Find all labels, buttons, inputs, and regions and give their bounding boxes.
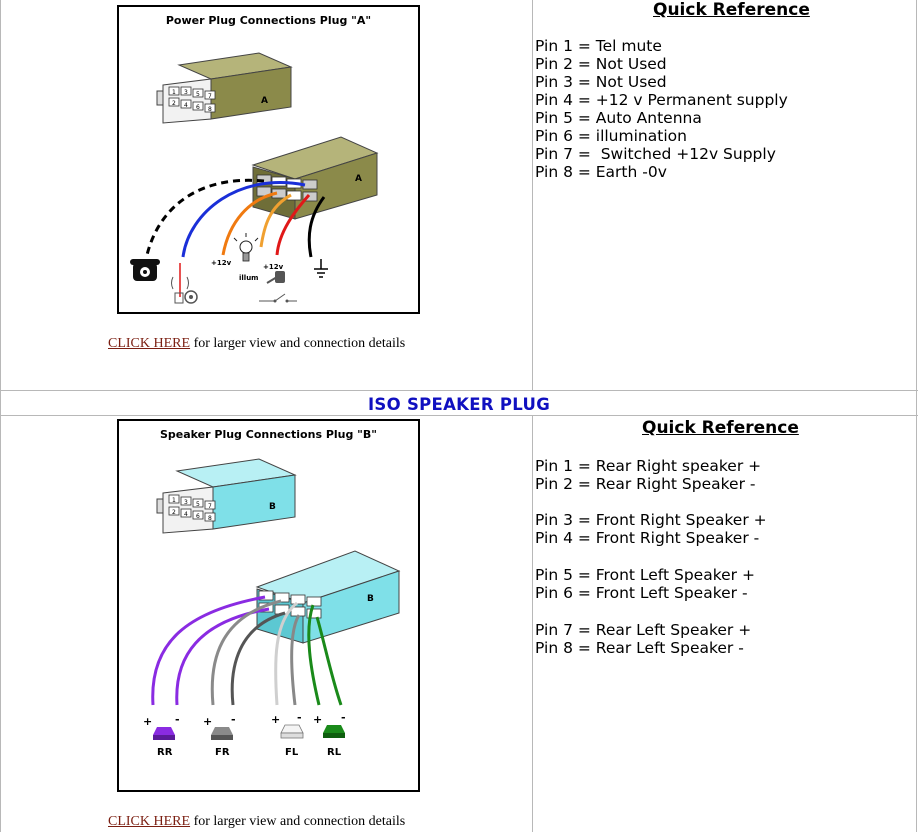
table-border-left [0,0,1,832]
polarity-minus: - [231,713,236,726]
ignition-key-icon [266,271,285,284]
power-pin-2: Pin 2 = Not Used [535,55,667,73]
wire-rl-plus [307,604,321,706]
illumination-label: illum [239,274,258,282]
speaker-click-here-link[interactable]: CLICK HERE [108,814,191,829]
wire-rl-minus [315,616,343,706]
speaker-fl-icon [280,724,304,739]
telephone-icon [130,259,160,281]
plug-letter: B [367,594,374,604]
plug-letter: B [269,502,276,512]
power-quick-reference-title: Quick Reference [653,0,810,20]
speaker-pin-5: Pin 5 = Front Left Speaker + [535,566,755,584]
wire-switched-12v [275,194,311,256]
column-divider-top [532,0,533,391]
speaker-diagram-title: Speaker Plug Connections Plug "B" [159,428,378,441]
ground-icon [314,259,328,278]
wire-fr-minus [230,611,286,706]
pin-label: 1 [172,497,176,504]
speaker-label-rl: RL [327,747,342,758]
speaker-pin-3: Pin 3 = Front Right Speaker + [535,511,767,529]
plug-letter: A [355,174,362,184]
lamp-icon [233,233,259,262]
pin-label: 5 [196,501,200,508]
speaker-label-rr: RR [157,747,173,758]
pin-label: 5 [196,91,200,98]
polarity-minus: - [297,711,302,724]
power-pin-3: Pin 3 = Not Used [535,73,667,91]
speaker-pin-7: Pin 7 = Rear Left Speaker + [535,621,752,639]
speaker-label-fl: FL [285,747,299,758]
speaker-pin-2: Pin 2 = Rear Right Speaker - [535,475,756,493]
antenna-icon [171,263,198,304]
pin-label: 7 [208,93,212,100]
switched-12v-label: +12v [263,263,284,271]
row-divider-1 [0,390,918,391]
polarity-minus: - [341,711,346,724]
pin-label: 4 [184,511,188,518]
iso-speaker-plug-heading: ISO SPEAKER PLUG [367,395,551,414]
speaker-label-fr: FR [215,747,230,758]
speaker-quick-reference-title: Quick Reference [642,418,799,438]
wire-rr-plus [151,595,266,706]
large-plug-a: A [251,136,379,220]
power-pin-7: Pin 7 = Switched +12v Supply [535,145,776,163]
plug-letter: A [261,96,268,106]
pin-label: 3 [184,89,188,96]
large-plug-b: B [255,550,401,644]
polarity-plus: + [143,715,152,728]
speaker-pin-1: Pin 1 = Rear Right speaker + [535,457,762,475]
power-plug-illustration: 1 3 5 7 2 4 6 8 A A [130,52,379,304]
switch-icon [259,293,297,303]
speaker-fr-icon [211,727,233,740]
speaker-pin-6: Pin 6 = Front Left Speaker - [535,584,748,602]
wire-fr-plus [210,599,282,706]
pin-label: 6 [196,513,200,520]
speaker-pin-4: Pin 4 = Front Right Speaker - [535,529,760,547]
speaker-plug-illustration: 1 3 5 7 2 4 6 8 B B [143,458,401,758]
polarity-plus: + [271,713,280,726]
pin-label: 2 [172,100,176,107]
wire-permanent-12v [221,191,278,256]
polarity-minus: - [175,713,180,726]
power-pin-1: Pin 1 = Tel mute [535,37,662,55]
power-pin-4: Pin 4 = +12 v Permanent supply [535,91,788,109]
wire-fl-plus [274,601,298,706]
pin-label: 7 [208,503,212,510]
power-pin-5: Pin 5 = Auto Antenna [535,109,702,127]
power-click-here-link[interactable]: CLICK HERE [108,336,191,351]
wire-tel-mute [145,178,265,256]
speaker-rr-icon [153,727,175,740]
wire-antenna [181,181,306,258]
pin-label: 8 [208,106,212,113]
wire-earth [307,196,326,258]
permanent-12v-label: +12v [211,259,232,267]
wire-fl-minus [290,614,301,706]
table-border-right [916,0,917,832]
pin-label: 3 [184,499,188,506]
speaker-link-line: CLICK HERE for larger view and connectio… [108,814,405,830]
small-plug-b: 1 3 5 7 2 4 6 8 B [156,458,297,534]
polarity-plus: + [313,713,322,726]
pin-label: 2 [172,509,176,516]
small-plug-a: 1 3 5 7 2 4 6 8 A [156,52,293,124]
pin-label: 1 [172,89,176,96]
speaker-plug-diagram: Speaker Plug Connections Plug "B" 1 3 5 … [117,419,420,792]
wire-illumination [259,193,292,248]
row-divider-2 [0,415,918,416]
power-diagram-title: Power Plug Connections Plug "A" [165,14,372,27]
pin-label: 6 [196,104,200,111]
speaker-rl-icon [323,725,345,738]
polarity-plus: + [203,715,212,728]
power-pin-8: Pin 8 = Earth -0v [535,163,667,181]
speaker-pin-8: Pin 8 = Rear Left Speaker - [535,639,744,657]
power-plug-diagram: Power Plug Connections Plug "A" 1 3 5 7 [117,5,420,314]
power-pin-6: Pin 6 = illumination [535,127,687,145]
pin-label: 4 [184,102,188,109]
speaker-link-description: for larger view and connection details [190,814,406,829]
column-divider-bottom [532,416,533,832]
pin-label: 8 [208,515,212,522]
power-link-description: for larger view and connection details [190,336,406,351]
power-link-line: CLICK HERE for larger view and connectio… [108,336,405,352]
